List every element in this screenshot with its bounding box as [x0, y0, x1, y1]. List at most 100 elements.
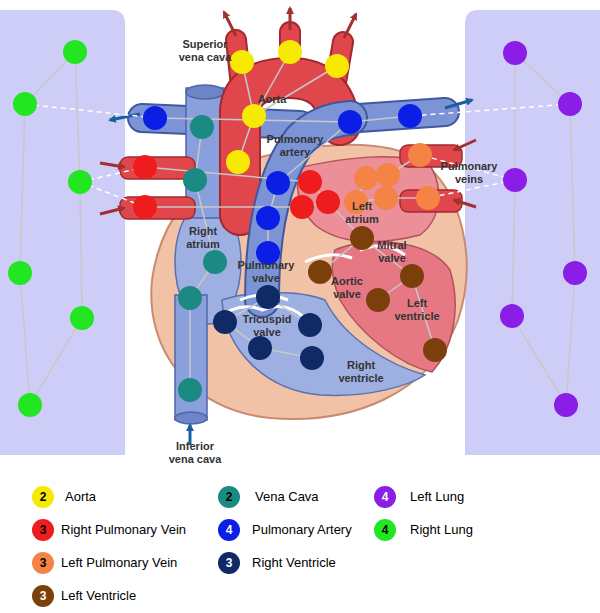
marker-dot: [183, 168, 207, 192]
lung-panel: [465, 10, 600, 455]
legend-text: Left Ventricle: [61, 588, 136, 604]
marker-dot: [13, 92, 37, 116]
part-label: Superior vena cava: [174, 38, 236, 64]
marker-dot: [8, 40, 94, 417]
legend-text: Vena Cava: [255, 489, 319, 505]
marker-dot: [290, 195, 314, 219]
part-label: Pulmonary veins: [434, 160, 504, 186]
marker-dot: [423, 338, 447, 362]
marker-dot: [308, 260, 332, 284]
part-label: Aorta: [250, 93, 294, 106]
marker-dot: [554, 393, 578, 417]
marker-dot: [178, 286, 202, 310]
leader-line: [145, 206, 302, 208]
valve-line: [305, 255, 352, 262]
marker-dot: [503, 41, 527, 65]
marker-dot: [500, 304, 524, 328]
legend-text: Right Lung: [410, 522, 473, 538]
legend-text: Left Pulmonary Vein: [61, 555, 177, 571]
marker-dot: [178, 115, 227, 402]
marker-dot: [68, 170, 92, 194]
marker-dot: [213, 310, 237, 334]
pulmonary-vein-tube: [120, 197, 195, 219]
marker-dot: [256, 285, 280, 309]
leader-line: [30, 318, 82, 405]
leader-line: [512, 180, 515, 316]
leader-line: [20, 104, 25, 273]
callout-number: 3: [32, 519, 54, 541]
marker-dot: [18, 393, 42, 417]
marker-dot: [350, 226, 374, 250]
callout-number: 3: [32, 585, 54, 607]
marker-dot: [366, 288, 390, 312]
leader-line: [80, 182, 82, 318]
marker-dot: [190, 115, 214, 139]
leader-line: [570, 104, 575, 273]
callout-number: 2: [32, 486, 54, 508]
flow-dashed-line: [25, 104, 155, 118]
callout-number: 3: [32, 552, 54, 574]
legend-text: Left Lung: [410, 489, 464, 505]
flow-arrow: [100, 163, 124, 167]
marker-dot: [398, 104, 422, 128]
leader-line: [20, 52, 575, 405]
flow-dashed-line: [25, 104, 570, 207]
part-label: Left atrium: [336, 200, 388, 226]
flow-arrow: [454, 200, 476, 207]
legend-text: Right Ventricle: [252, 555, 336, 571]
marker-dot: [374, 186, 398, 210]
legend-text: Right Pulmonary Vein: [61, 522, 186, 538]
part-label: Mitral valve: [366, 239, 418, 265]
flow-arrow: [454, 140, 476, 150]
part-label: Left ventricle: [386, 297, 448, 323]
flow-dashed-line: [410, 104, 570, 116]
leader-line: [20, 273, 30, 405]
vena-cava-tube: [175, 295, 207, 420]
callout-number: 3: [218, 552, 240, 574]
callout-number: 2: [218, 486, 240, 508]
callout-number: 4: [374, 519, 396, 541]
part-label: Inferior vena cava: [164, 440, 226, 466]
marker-dot: [416, 186, 440, 210]
leader-line: [254, 66, 337, 116]
flow-arrow: [289, 8, 292, 30]
callout-number: 4: [218, 519, 240, 541]
marker-dot: [325, 54, 349, 78]
valve-line: [215, 246, 405, 320]
marker-dot: [133, 195, 157, 219]
leader-line: [512, 316, 566, 405]
marker-dot: [143, 104, 422, 265]
marker-dot: [354, 166, 378, 190]
marker-dot: [248, 336, 272, 360]
vena-cava-tube: [175, 412, 207, 424]
marker-dot: [8, 261, 32, 285]
legend-text: Pulmonary Artery: [252, 522, 352, 538]
marker-dot: [8, 40, 587, 417]
marker-dot: [213, 285, 324, 370]
flow-arrow: [224, 12, 236, 36]
marker-dot: [563, 261, 587, 285]
leader-line: [514, 53, 516, 180]
marker-dot: [376, 163, 400, 187]
flow-arrow: [100, 208, 124, 214]
legend-text: Aorta: [65, 489, 96, 505]
marker-dot: [203, 250, 227, 274]
marker-dot: [63, 40, 87, 64]
marker-dot: [400, 264, 424, 288]
marker-dot: [266, 171, 290, 195]
callout-number: 4: [374, 486, 396, 508]
part-label: Pulmonary artery: [262, 133, 328, 159]
marker-dot: [133, 155, 157, 179]
marker-dot: [500, 41, 587, 417]
marker-dot: [298, 313, 322, 337]
marker-dot: [278, 40, 302, 64]
marker-dot: [230, 50, 254, 74]
lung-panel: [0, 10, 125, 455]
marker-dot: [256, 206, 280, 230]
part-label: Pulmonary valve: [232, 259, 300, 285]
part-label: Right atrium: [176, 225, 230, 251]
marker-dot: [316, 190, 340, 214]
lung-panel: [0, 10, 600, 455]
marker-dot: [226, 150, 250, 174]
